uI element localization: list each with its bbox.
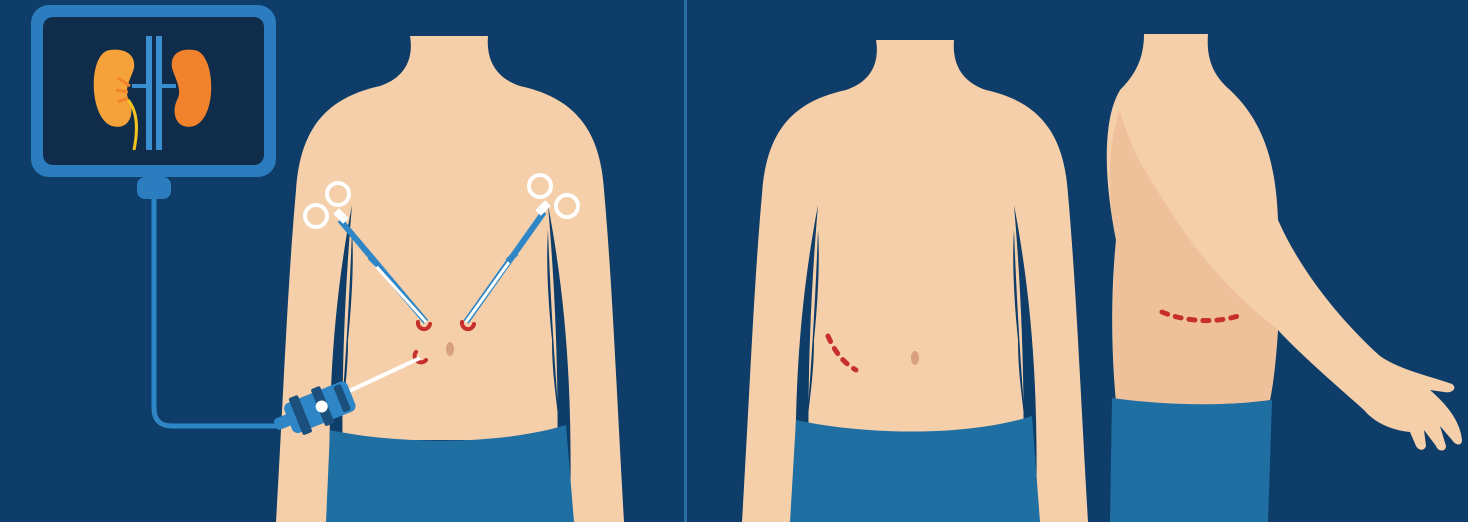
belly-button [446,342,454,356]
belly-button-front [911,351,919,365]
pants-front [790,416,1040,522]
pants-side [1110,398,1272,522]
kidney-monitor-icon [31,5,276,199]
panel-divider [684,0,687,522]
